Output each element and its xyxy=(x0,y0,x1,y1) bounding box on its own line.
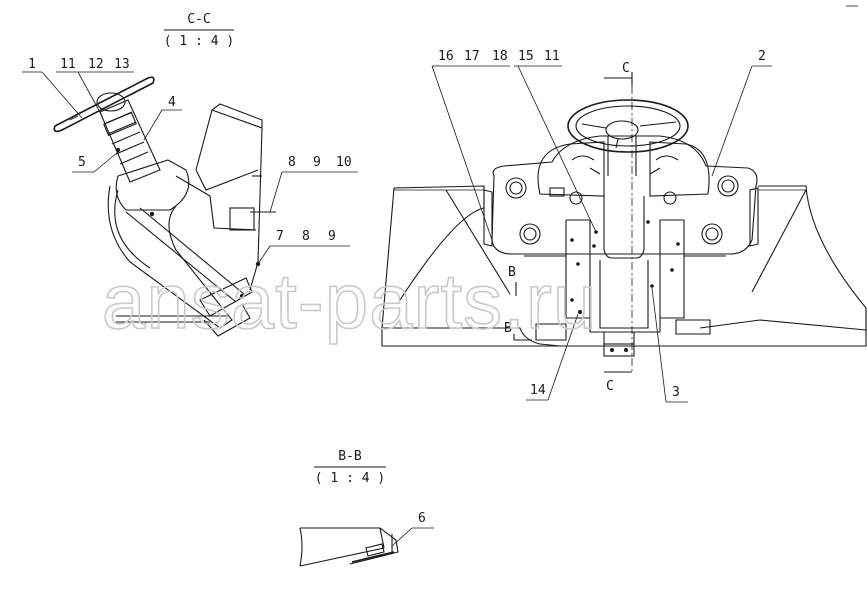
section-marker-c-top: C xyxy=(622,61,630,76)
section-bb-view: B-B ( 1 : 4 ) 6 xyxy=(299,449,434,567)
section-cc-view: C-C ( 1 : 4 ) xyxy=(22,12,358,337)
callout-1: 1 xyxy=(28,57,36,72)
callouts-cc: 1 11 12 13 4 5 8 9 10 7 8 9 xyxy=(22,57,358,265)
callout-7: 7 xyxy=(276,229,284,244)
floor-body xyxy=(381,185,867,347)
dashboard-housing-side xyxy=(175,103,276,291)
callouts-front: 16 17 18 15 11 2 14 3 xyxy=(431,49,772,403)
callout-14: 14 xyxy=(530,383,546,398)
callout-9-upper: 9 xyxy=(313,155,321,170)
callout-3: 3 xyxy=(672,385,680,400)
section-marker-b-top: B xyxy=(508,265,516,280)
callout-16: 16 xyxy=(438,49,454,64)
steering-wheel-front xyxy=(567,99,689,176)
section-marker-c-bottom: C xyxy=(606,379,614,394)
callout-13: 13 xyxy=(114,57,130,72)
callout-15: 15 xyxy=(518,49,534,64)
callout-12: 12 xyxy=(88,57,104,72)
callout-17: 17 xyxy=(464,49,480,64)
callout-5: 5 xyxy=(78,155,86,170)
front-view: C C xyxy=(381,49,867,403)
callout-8-upper: 8 xyxy=(288,155,296,170)
callout-18: 18 xyxy=(492,49,508,64)
watermark-text: ansat-parts.ru xyxy=(102,257,597,345)
callout-6: 6 xyxy=(418,511,426,526)
steering-wheel-side xyxy=(53,76,155,133)
steering-column-side xyxy=(99,99,261,337)
callout-11: 11 xyxy=(60,57,76,72)
callout-10: 10 xyxy=(336,155,352,170)
section-line-bb: B B xyxy=(504,265,532,341)
section-marker-b-bottom: B xyxy=(504,321,512,336)
callout-8-lower: 8 xyxy=(302,229,310,244)
callout-11-front: 11 xyxy=(544,49,560,64)
section-cc-scale: ( 1 : 4 ) xyxy=(164,34,234,49)
center-console xyxy=(524,196,726,357)
callout-2: 2 xyxy=(758,49,766,64)
section-line-cc: C C xyxy=(604,61,633,394)
callout-9-lower: 9 xyxy=(328,229,336,244)
section-bb-part xyxy=(299,527,399,567)
section-bb-title: B-B xyxy=(338,449,362,464)
section-bb-scale: ( 1 : 4 ) xyxy=(315,471,385,486)
callout-4: 4 xyxy=(168,95,176,110)
dashboard-front xyxy=(483,135,759,255)
section-cc-title: C-C xyxy=(187,12,210,27)
